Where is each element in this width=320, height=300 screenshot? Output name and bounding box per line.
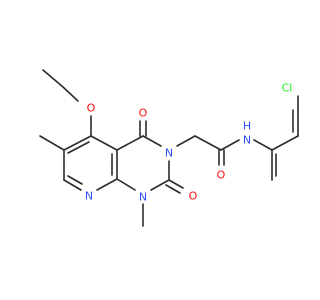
bond-ethyl-ch3-ch2 [42,69,64,88]
bond-c4a-c4 [116,135,144,151]
atom-nh-h: H [243,120,251,133]
bond-c2-n1 [150,179,170,191]
bond-co-nh [220,139,240,151]
bond-n8-c8a [96,178,118,191]
bond-c2-o-second [165,184,181,194]
bond-c7-n8-inner [67,175,83,185]
atom-n8: N [85,190,93,203]
molecule-structure-diagram: O O N O N H N N O Cl [39,69,299,227]
atom-o-c2: O [189,190,198,203]
bond-ethyl-ch2-o [62,86,79,102]
bond-c5-c6 [63,135,92,151]
atom-label-layer: O O N O N H N N O Cl [85,82,292,204]
atom-nh-n: N [243,134,251,147]
atom-o-amide: O [217,169,226,182]
atom-n1: N [139,191,147,204]
bond-ph-c1-c2 [271,135,299,151]
bond-c2-o [168,179,184,189]
bond-c7-n8 [63,179,82,191]
bond-layer [39,69,299,227]
bond-n3-ch2 [176,135,196,147]
bond-c4-n3 [142,135,162,147]
bond-nh-aryl [253,139,273,151]
atom-o-c4: O [139,107,148,120]
bond-c6-methyl [39,135,65,151]
bond-c4a-c5 [90,135,118,151]
atom-cl: Cl [282,82,293,95]
atom-n3: N [165,147,173,160]
bond-ch2-co [194,135,222,151]
atom-o-ethoxy: O [87,102,96,115]
bond-n1-c8a [116,178,136,191]
bond-c5-c6-inner [67,141,90,154]
